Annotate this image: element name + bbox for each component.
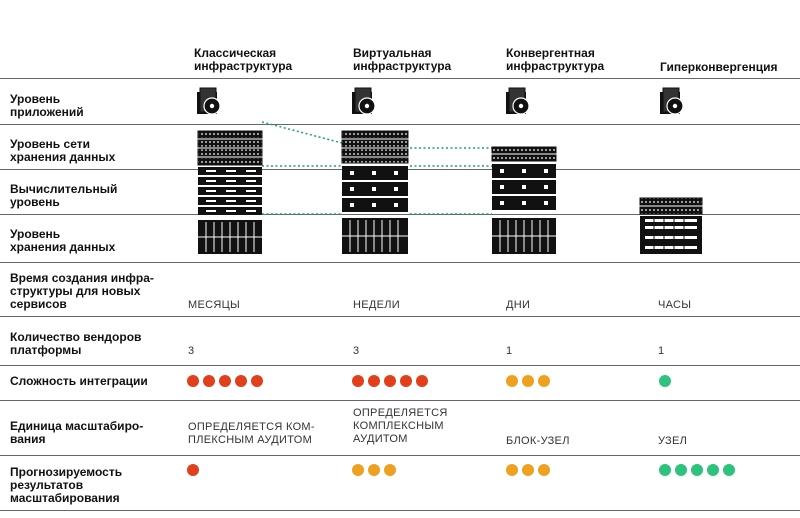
rating-dot — [416, 375, 428, 387]
rating-dot — [723, 464, 735, 476]
rating-dot — [538, 464, 550, 476]
predictability-rating-converged — [506, 464, 550, 476]
app-disc-icon — [197, 87, 684, 115]
scaling-unit-converged: БЛОК-УЗЕЛ — [506, 435, 570, 447]
rating-dot — [707, 464, 719, 476]
rating-dot — [538, 375, 550, 387]
virtual-hardware-stack — [341, 130, 409, 254]
divider — [0, 400, 800, 401]
rating-dot — [659, 464, 671, 476]
predictability-rating-hyperconverged — [659, 464, 735, 476]
row-label-complexity: Сложность интеграции — [10, 374, 148, 388]
predictability-rating-classic — [187, 464, 199, 476]
converged-hardware-stack — [491, 146, 557, 254]
rating-dot — [352, 464, 364, 476]
row-label-san-level: Уровень сети хранения данных — [10, 137, 116, 164]
classic-hardware-stack — [197, 130, 263, 254]
creation-time-classic: МЕСЯЦЫ — [188, 299, 241, 311]
rating-dot — [187, 375, 199, 387]
rating-dot — [187, 464, 199, 476]
rating-dot — [368, 375, 380, 387]
creation-time-hyperconverged: ЧАСЫ — [658, 299, 692, 311]
vendors-virtual: 3 — [353, 345, 360, 357]
row-label-storage-level: Уровень хранения данных — [10, 227, 116, 254]
row-label-app-level: Уровень приложений — [10, 92, 84, 119]
creation-time-converged: ДНИ — [506, 299, 531, 311]
rating-dot — [219, 375, 231, 387]
rating-dot — [659, 375, 671, 387]
rating-dot — [522, 375, 534, 387]
divider — [0, 262, 800, 263]
row-label-creation-time: Время создания инфра- структуры для новы… — [10, 271, 154, 311]
complexity-rating-virtual — [352, 375, 428, 387]
complexity-rating-converged — [506, 375, 550, 387]
disk-array-icon — [198, 220, 262, 254]
scaling-unit-hyperconverged: УЗЕЛ — [658, 435, 688, 447]
column-header-converged: Конвергентная инфраструктура — [506, 46, 605, 73]
rating-dot — [203, 375, 215, 387]
rating-dot — [368, 464, 380, 476]
hyperconverged-hardware-stack — [639, 197, 703, 254]
vendors-hyperconverged: 1 — [658, 345, 665, 357]
rating-dot — [691, 464, 703, 476]
column-header-virtual: Виртуальная инфраструктура — [353, 46, 452, 73]
scaling-unit-classic: ОПРЕДЕЛЯЕТСЯ КОМ- ПЛЕКСНЫМ АУДИТОМ — [188, 421, 315, 446]
rating-dot — [384, 464, 396, 476]
row-label-scaling-unit: Единица масштабиро- вания — [10, 419, 144, 446]
divider — [0, 455, 800, 456]
rating-dot — [400, 375, 412, 387]
rating-dot — [506, 375, 518, 387]
complexity-rating-classic — [187, 375, 263, 387]
divider — [0, 78, 800, 79]
predictability-rating-virtual — [352, 464, 396, 476]
scaling-unit-virtual: ОПРЕДЕЛЯЕТСЯ КОМПЛЕКСНЫМ АУДИТОМ — [353, 407, 448, 445]
vendors-converged: 1 — [506, 345, 513, 357]
creation-time-virtual: НЕДЕЛИ — [353, 299, 400, 311]
row-label-compute-level: Вычислительный уровень — [10, 182, 118, 209]
complexity-rating-hyperconverged — [659, 375, 671, 387]
rating-dot — [235, 375, 247, 387]
rating-dot — [675, 464, 687, 476]
divider — [0, 124, 800, 125]
row-label-predictability: Прогнозируемость результатов масштабиров… — [10, 465, 123, 505]
rating-dot — [384, 375, 396, 387]
row-label-vendors: Количество вендоров платформы — [10, 330, 142, 357]
divider — [0, 316, 800, 317]
vendors-classic: 3 — [188, 345, 195, 357]
divider — [0, 365, 800, 366]
rating-dot — [506, 464, 518, 476]
connector-lines — [261, 121, 492, 215]
column-header-hyperconverged: Гиперконвергенция — [660, 60, 778, 74]
divider — [0, 214, 800, 215]
column-header-classic: Классическая инфраструктура — [194, 46, 293, 73]
rating-dot — [251, 375, 263, 387]
divider — [0, 510, 800, 511]
rating-dot — [352, 375, 364, 387]
rating-dot — [522, 464, 534, 476]
